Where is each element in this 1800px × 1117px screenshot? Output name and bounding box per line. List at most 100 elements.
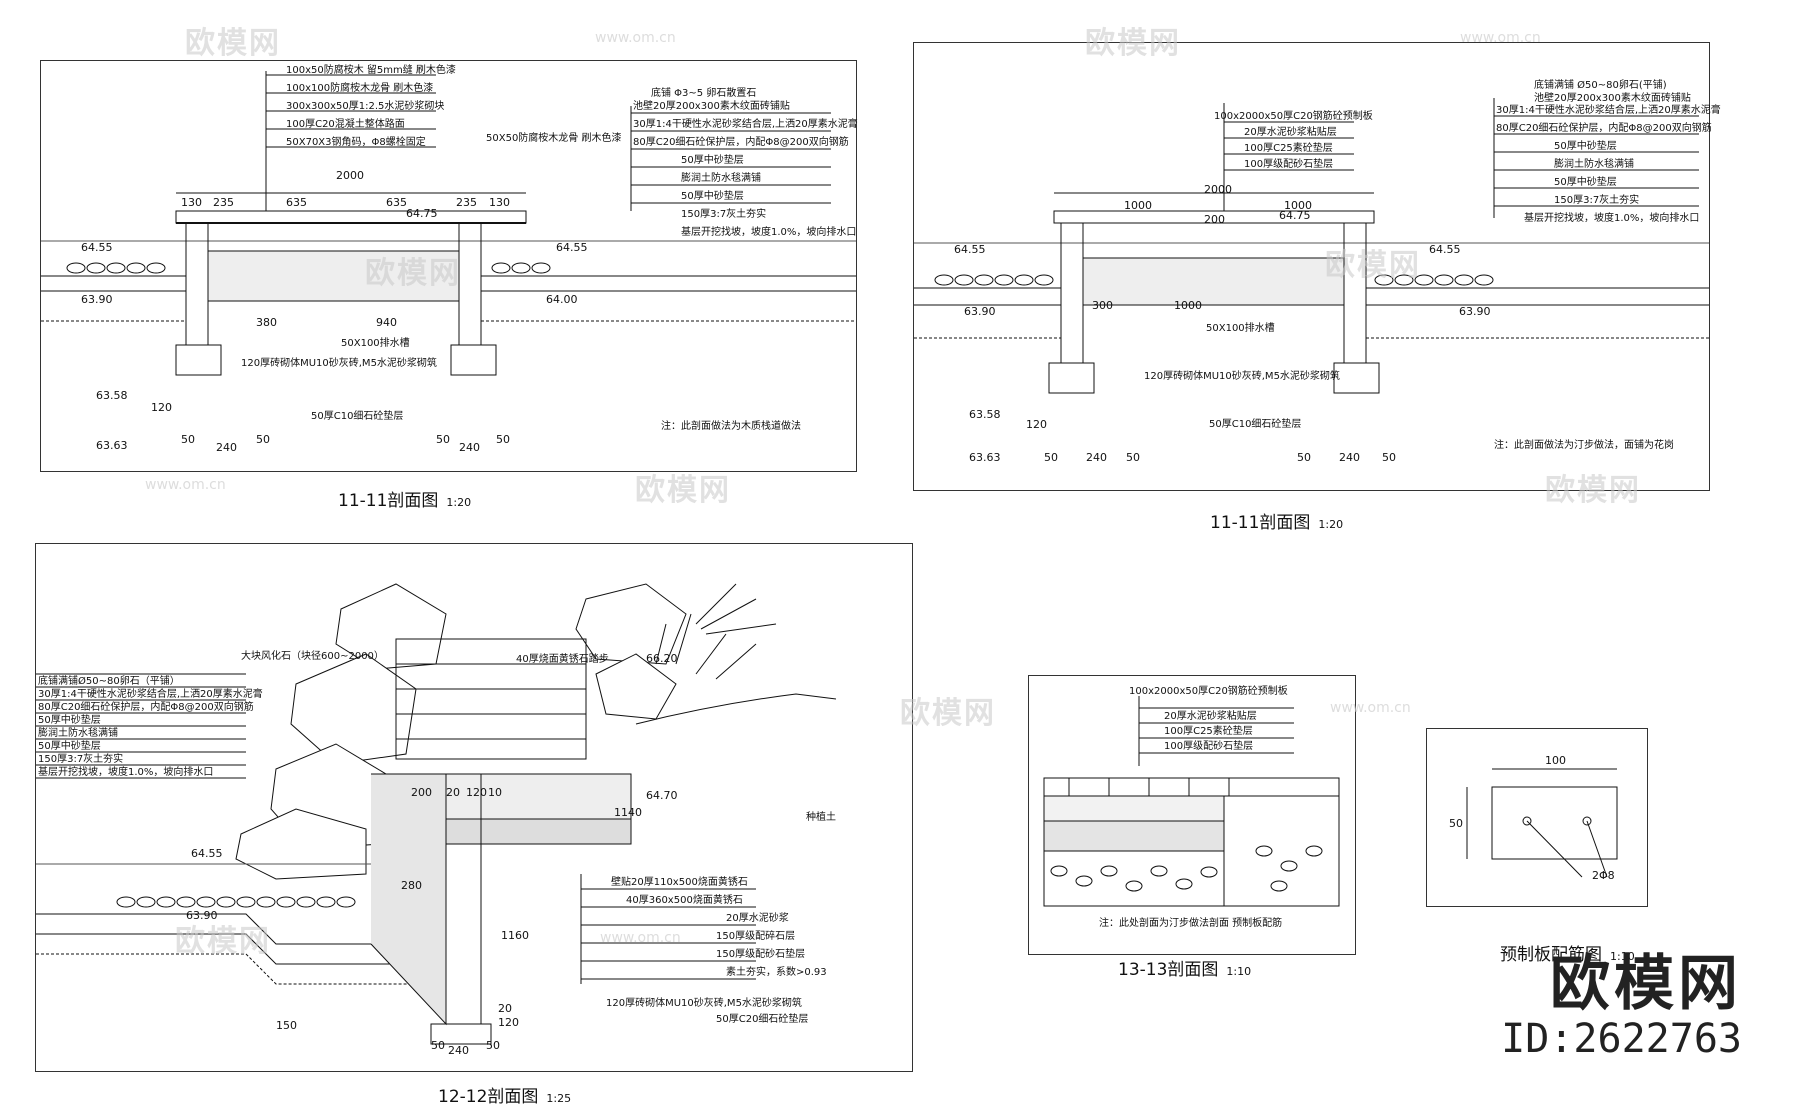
dim-b-b8: 120 [1026, 418, 1047, 431]
dim-c-1: 20 [446, 786, 460, 799]
dim-a-b2: 50 [181, 433, 195, 446]
dim-b-b1: 1000 [1174, 299, 1202, 312]
section-12-12-drawing: 大块风化石（块径600~2000） 40厚烧面黄锈石踏步 底铺满铺Ø50~80卵… [36, 583, 837, 1057]
note-b-0: 100x2000x50厚C20钢筋砼预制板 [1214, 109, 1373, 122]
label-b-3: 注：此剖面做法为汀步做法，面铺为花岗 [1494, 438, 1674, 451]
right-note-a-3: 80厚C20细石砼保护层，内配Φ8@200双向钢筋 [633, 135, 849, 148]
dim-a-b0: 380 [256, 316, 277, 329]
note-d-3: 100厚级配砂石垫层 [1164, 739, 1253, 752]
watermark-8: 欧模网 [175, 924, 271, 959]
right-note-a-6: 50厚中砂垫层 [681, 189, 744, 202]
caption-b-scale: 1:20 [1318, 518, 1344, 531]
dim-b-0: 1000 [1124, 199, 1152, 212]
right-note-b-4: 50厚中砂垫层 [1554, 139, 1617, 152]
dim-b-b0: 300 [1092, 299, 1113, 312]
right-note-b-2: 30厚1:4干硬性水泥砂浆结合层,上洒20厚素水泥膏 [1496, 103, 1721, 116]
level-a-1: 64.75 [406, 207, 438, 220]
dim-c-12: 120 [498, 1016, 519, 1029]
dim-c-0: 200 [411, 786, 432, 799]
note-c-2: 底铺满铺Ø50~80卵石（平铺） [38, 674, 180, 687]
level-b-4: 63.90 [1459, 305, 1491, 318]
dim-c-9: 240 [448, 1044, 469, 1057]
right-note-c-2: 20厚水泥砂浆 [726, 911, 789, 924]
note-d-0: 100x2000x50厚C20钢筋砼预制板 [1129, 684, 1288, 697]
dim-b-2: 200 [1204, 213, 1225, 226]
dim-b-b3: 240 [1086, 451, 1107, 464]
dim-c-7: 150 [276, 1019, 297, 1032]
dim-a-2: 635 [286, 196, 307, 209]
right-note-b-7: 150厚3:7灰土夯实 [1554, 193, 1639, 206]
right-note-a-7: 150厚3:7灰土夯实 [681, 207, 766, 220]
section-13-13-drawing: 100x2000x50厚C20钢筋砼预制板 20厚水泥砂浆粘贴层 100厚C25… [1043, 684, 1340, 929]
watermark-7: 欧模网 [900, 696, 996, 731]
right-note-a-0: 底铺 Φ3~5 卵石散置石 [651, 86, 756, 99]
level-b-1: 64.75 [1279, 209, 1311, 222]
level-b-6: 63.63 [969, 451, 1001, 464]
dim-a-b5: 50 [436, 433, 450, 446]
right-note-c-5: 素土夯实，系数>0.93 [726, 965, 827, 978]
watermark-url-4: www.om.cn [1330, 700, 1411, 716]
right-note-b-0: 底铺满铺 Ø50~80卵石(平铺) [1534, 78, 1667, 91]
level-a-6: 63.63 [96, 439, 128, 452]
dim-b-1: 1000 [1284, 199, 1312, 212]
right-note-c-1: 40厚360x500烧面黄锈石 [626, 893, 743, 906]
dim-c-4: 1140 [614, 806, 642, 819]
note-b-1: 20厚水泥砂浆粘贴层 [1244, 125, 1337, 138]
caption-a-title: 11-11剖面图 [338, 491, 439, 511]
watermark-2: 欧模网 [1085, 26, 1181, 61]
dim-a-b1: 940 [376, 316, 397, 329]
rebar-detail-drawing: 100 50 2Φ8 [1449, 754, 1618, 882]
caption-c-title: 12-12剖面图 [438, 1087, 539, 1107]
note-c-1: 40厚烧面黄锈石踏步 [516, 652, 609, 665]
dim-c-3: 10 [488, 786, 502, 799]
note-c-6: 膨润土防水毯满铺 [38, 726, 118, 739]
label-b-2: 50厚C10细石砼垫层 [1209, 417, 1301, 430]
level-c-2: 64.55 [191, 847, 223, 860]
rebar-e: 2Φ8 [1592, 869, 1615, 882]
level-a-0: 64.55 [81, 241, 113, 254]
right-note-c-0: 壁贴20厚110x500烧面黄锈石 [611, 875, 748, 888]
watermark-url-2: www.om.cn [1460, 30, 1541, 46]
caption-a: 11-11剖面图 1:20 [338, 486, 471, 511]
drawing-c-frame: 大块风化石（块径600~2000） 40厚烧面黄锈石踏步 底铺满铺Ø50~80卵… [35, 543, 913, 1072]
note-a-side: 50X50防腐桉木龙骨 刷木色漆 [486, 131, 621, 144]
right-note-b-6: 50厚中砂垫层 [1554, 175, 1617, 188]
dim-a-5: 130 [489, 196, 510, 209]
level-b-3: 63.90 [964, 305, 996, 318]
caption-a-scale: 1:20 [446, 496, 472, 509]
dim-c-5: 1160 [501, 929, 529, 942]
caption-c-scale: 1:25 [546, 1092, 572, 1105]
dim-b-b2: 50 [1044, 451, 1058, 464]
note-c-5: 50厚中砂垫层 [38, 713, 101, 726]
dim-c-2: 120 [466, 786, 487, 799]
note-c-4: 80厚C20细石砼保护层，内配Φ8@200双向钢筋 [38, 700, 254, 713]
dim-a-1: 235 [213, 196, 234, 209]
dim-c-11: 20 [498, 1002, 512, 1015]
brand-logo-text: 欧模网 [1550, 949, 1742, 1019]
right-note-b-8: 基层开挖找坡，坡度1.0%，坡向排水口 [1524, 211, 1699, 224]
drawing-d-frame: 100x2000x50厚C20钢筋砼预制板 20厚水泥砂浆粘贴层 100厚C25… [1028, 675, 1356, 955]
dim-b-b6: 240 [1339, 451, 1360, 464]
caption-c: 12-12剖面图 1:25 [438, 1082, 571, 1107]
caption-d-scale: 1:10 [1226, 965, 1252, 978]
note-d-2: 100厚C25素砼垫层 [1164, 724, 1253, 737]
note-b-3: 100厚级配砂石垫层 [1244, 157, 1333, 170]
dim-e-w: 100 [1545, 754, 1566, 767]
level-c-3: 63.90 [186, 909, 218, 922]
watermark-4: 欧模网 [1325, 248, 1421, 283]
note-a-2: 300x300x50厚1:2.5水泥砂浆砌块 [286, 99, 444, 112]
note-a-1: 100x100防腐桉木龙骨 刷木色漆 [286, 81, 433, 94]
watermark-url-1: www.om.cn [595, 30, 676, 46]
dim-a-0: 130 [181, 196, 202, 209]
section-11-11-wood-drawing: 100x50防腐桉木 留5mm缝 刷木色漆 100x100防腐桉木龙骨 刷木色漆… [41, 63, 858, 454]
dim-a-b6: 240 [459, 441, 480, 454]
right-note-a-5: 膨润土防水毯满铺 [681, 171, 761, 184]
note-a-3: 100厚C20混凝土整体路面 [286, 117, 405, 130]
dim-c-6: 280 [401, 879, 422, 892]
dim-a-b8: 120 [151, 401, 172, 414]
right-note-c-7: 50厚C20细石砼垫层 [716, 1012, 808, 1025]
right-note-c-3: 150厚级配碎石层 [716, 929, 795, 942]
dim-a-b3: 240 [216, 441, 237, 454]
right-note-b-1: 池壁20厚200x300素木纹面砖铺贴 [1534, 91, 1691, 104]
